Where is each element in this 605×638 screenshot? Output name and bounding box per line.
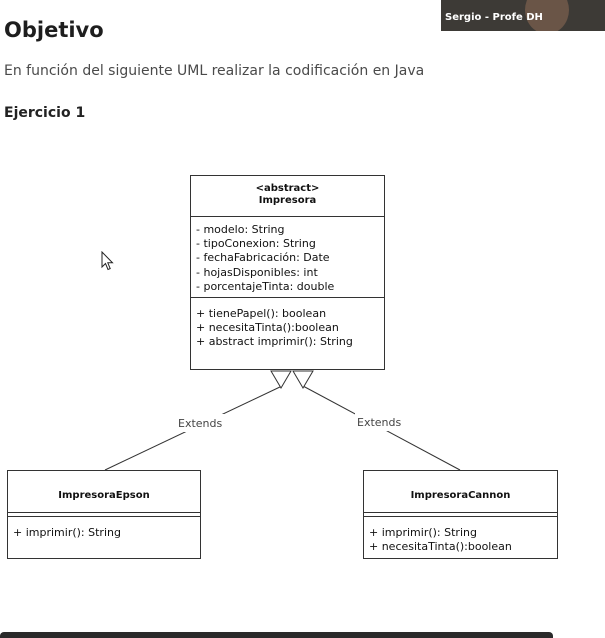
uml-class-impresora-epson: ImpresoraEpson + imprimir(): String (7, 470, 201, 559)
inheritance-arrow-cannon (292, 370, 314, 389)
attribute: - hojasDisponibles: int (196, 265, 318, 279)
attribute: - porcentajeTinta: double (196, 279, 335, 293)
class-header: <abstract> Impresora (191, 176, 384, 217)
class-methods: + tienePapel(): boolean + necesitaTinta(… (191, 298, 384, 350)
extends-label-right-text: Extends (357, 416, 402, 429)
class-header: ImpresoraEpson (8, 471, 200, 513)
extends-label-left-text: Extends (178, 417, 223, 430)
class-attributes-empty (364, 513, 557, 517)
participant-video-feed (525, 0, 569, 31)
method: + necesitaTinta():boolean (369, 540, 512, 554)
bottom-toolbar[interactable] (0, 632, 553, 638)
extends-label-right: Extends (355, 413, 404, 431)
inheritance-arrow-epson (270, 370, 292, 389)
class-name: ImpresoraEpson (58, 490, 150, 501)
class-methods: + imprimir(): String + necesitaTinta():b… (364, 517, 557, 554)
uml-class-impresora-cannon: ImpresoraCannon + imprimir(): String + n… (363, 470, 558, 559)
class-stereotype: <abstract> (255, 183, 320, 194)
method: + imprimir(): String (369, 526, 477, 539)
intro-text: En función del siguiente UML realizar la… (4, 63, 425, 79)
method: + abstract imprimir(): String (196, 335, 353, 349)
method: + tienePapel(): boolean (196, 307, 327, 320)
class-attributes: - modelo: String - tipoConexion: String … (191, 217, 384, 298)
attribute: - modelo: String (196, 223, 285, 236)
class-header: ImpresoraCannon (364, 471, 557, 513)
page-title: Objetivo (4, 18, 104, 42)
class-attributes-empty (8, 513, 200, 517)
attribute: - tipoConexion: String (196, 237, 316, 251)
extends-label-left: Extends (176, 414, 225, 432)
method: + imprimir(): String (13, 526, 121, 539)
exercise-heading: Ejercicio 1 (4, 105, 86, 121)
mouse-cursor-icon (101, 251, 114, 271)
class-name: Impresora (258, 195, 317, 206)
class-name: ImpresoraCannon (410, 490, 511, 501)
uml-class-impresora: <abstract> Impresora - modelo: String - … (190, 175, 385, 370)
attribute: - fechaFabricación: Date (196, 251, 330, 265)
method: + necesitaTinta():boolean (196, 321, 339, 335)
class-methods: + imprimir(): String (8, 517, 200, 540)
video-participant-tile[interactable]: Sergio - Profe DH (441, 0, 605, 31)
participant-name: Sergio - Profe DH (445, 12, 543, 23)
